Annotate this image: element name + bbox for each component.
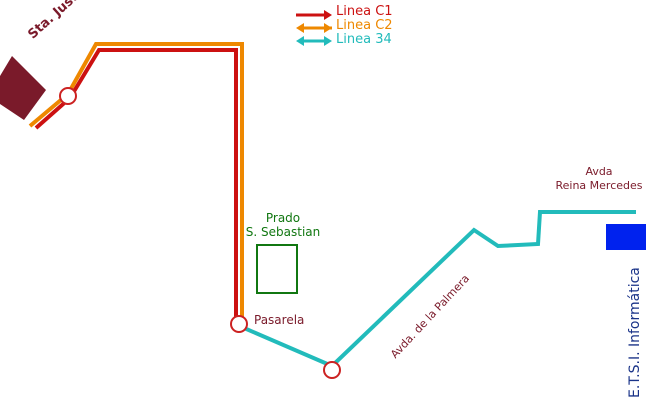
palmera-stop [323,361,341,379]
sta-justa-station-block [0,56,46,120]
legend-arrow-34 [296,36,332,46]
pasarela-label: Pasarela [254,313,305,327]
legend-arrow-c1 [296,10,332,20]
pasarela-stop [230,315,248,333]
legend-label-34: Linea 34 [336,32,392,47]
etsi-label: E.T.S.I. Informática [627,267,643,398]
line-c1-route [34,48,238,318]
line-c2-route [28,42,244,318]
reina-mercedes-label: Avda Reina Mercedes [546,165,650,193]
prado-label-line1: Prado [265,211,301,225]
reina-label-line1: Avda [585,165,613,178]
legend-label-c2: Linea C2 [336,18,393,33]
sta-justa-stop [59,87,77,105]
legend-label-c1: Linea C1 [336,4,393,19]
etsi-building [606,224,646,250]
legend-arrow-c2 [296,23,332,33]
prado-park-outline [256,244,298,294]
prado-label-line2: S. Sebastian [245,225,321,239]
reina-label-line2: Reina Mercedes [555,179,643,192]
prado-label: Prado S. Sebastian [244,211,322,239]
